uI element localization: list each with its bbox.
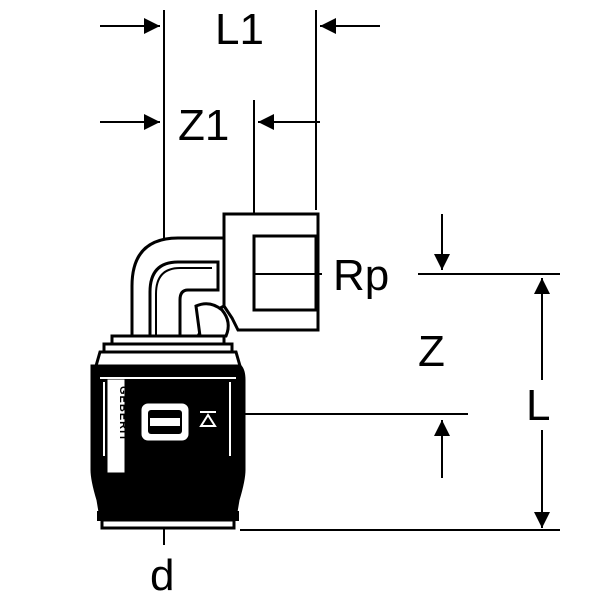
dimension-z1: Z1 <box>100 100 320 265</box>
label-l: L <box>526 381 550 430</box>
insertion-mark-icon <box>199 411 217 427</box>
label-z1: Z1 <box>178 101 229 150</box>
rp-label-bg <box>322 248 418 298</box>
brand-label: GEBERIT <box>117 386 129 442</box>
dimension-l: L <box>240 278 560 531</box>
elbow-fitting: GEBERIT <box>90 212 320 530</box>
d-label-bg <box>140 545 188 595</box>
dimension-l1: L1 <box>100 5 380 210</box>
label-rp: Rp <box>333 251 389 300</box>
dimension-z: Z <box>240 214 468 478</box>
label-z: Z <box>418 327 445 376</box>
label-d: d <box>150 551 174 600</box>
label-l1: L1 <box>215 5 264 54</box>
